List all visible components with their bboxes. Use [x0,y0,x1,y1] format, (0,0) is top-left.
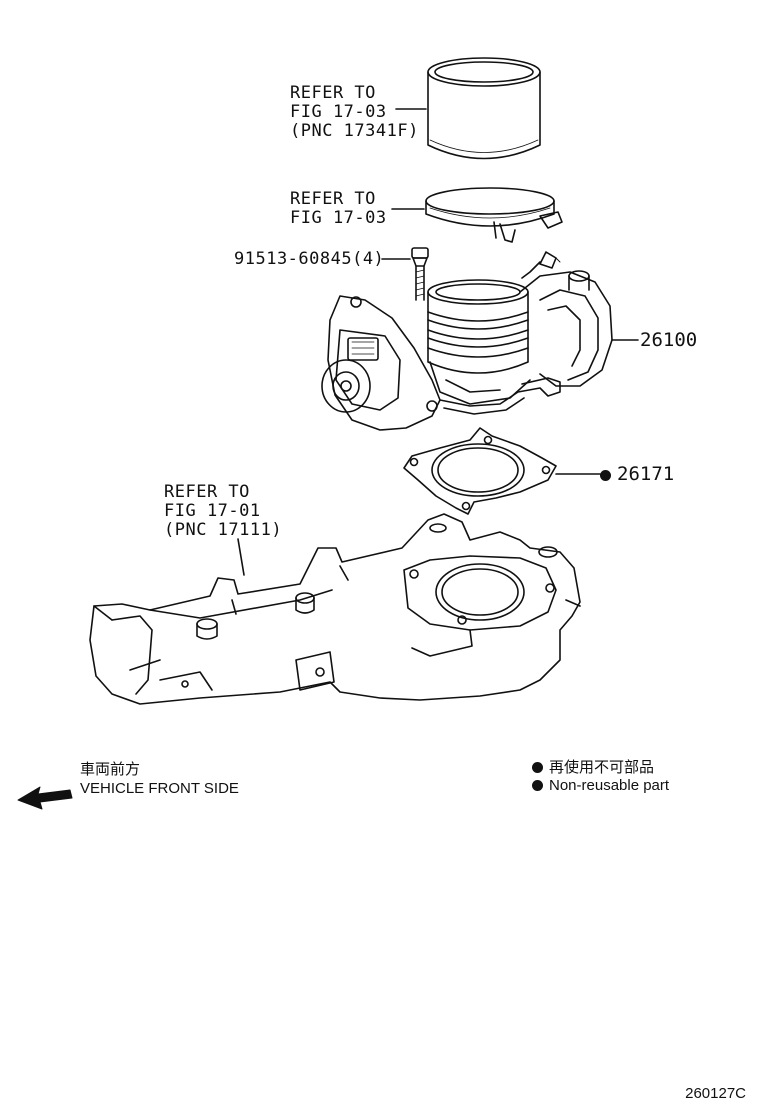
manifold-refer-line1: REFER TO [164,482,250,502]
clamp-refer-line1: REFER TO [290,189,376,209]
gasket-part-number: 26171 [600,463,674,485]
non-reusable-legend-icon-en [532,780,543,791]
bolt-part-number: 91513-60845(4) [234,249,385,269]
non-reusable-marker-icon [600,470,611,481]
sleeve-refer-line3: (PNC 17341F) [290,121,419,141]
bolt-drawing [411,247,429,301]
non-reusable-legend-icon [532,762,543,773]
clamp-refer-line2: FIG 17-03 [290,208,387,228]
legend-nonreusable-jp: 再使用不可部品 [532,756,654,777]
hose-clamp-drawing [425,187,563,243]
manifold-refer-line2: FIG 17-01 [164,501,261,521]
gasket-part-number-text: 26171 [617,463,675,485]
manifold-refer-line3: (PNC 17111) [164,520,283,540]
throttle-body-part-number: 26100 [640,329,698,351]
direction-label-en: VEHICLE FRONT SIDE [80,780,239,797]
direction-label-jp: 車両前方 [80,761,141,778]
manifold-leader-line [237,538,245,576]
legend-nonreusable-en: Non-reusable part [532,777,669,794]
gasket-drawing [403,427,557,515]
legend-nonreusable-jp-text: 再使用不可部品 [549,759,655,776]
throttle-body-drawing [321,251,613,431]
drawing-code: 260127C [685,1085,746,1102]
sleeve-refer-line2: FIG 17-03 [290,102,387,122]
legend-nonreusable-en-text: Non-reusable part [549,777,670,794]
vehicle-front-arrow [17,786,73,810]
sleeve-refer-line1: REFER TO [290,83,376,103]
hose-sleeve-drawing [427,57,541,160]
intake-manifold-drawing [89,513,581,705]
